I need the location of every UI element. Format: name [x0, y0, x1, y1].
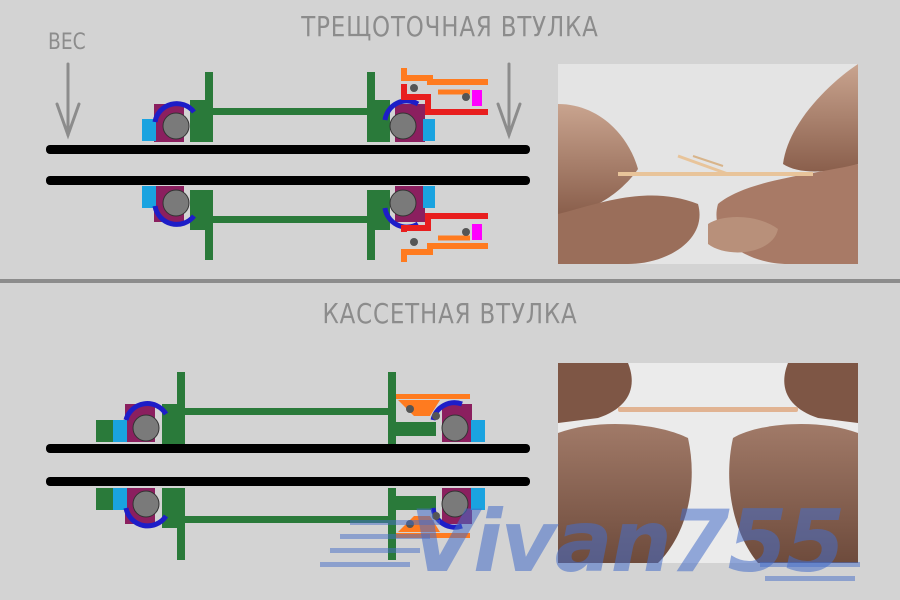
weight-arrow-left	[55, 62, 81, 140]
ratchet-bearing-right-upper	[382, 98, 435, 142]
ratchet-axle	[46, 145, 530, 185]
photo-toothpick-ratchet-illustration	[558, 64, 858, 264]
cassette-hub-body-upper	[162, 372, 436, 444]
photo-toothpick-cassette-illustration	[558, 363, 858, 563]
weight-label: ВЕС	[48, 30, 86, 55]
photo-toothpick-ratchet	[558, 64, 858, 264]
watermark-stripes	[320, 520, 860, 581]
cassette-bearing-left-lower	[96, 488, 169, 529]
ratchet-hub-body-lower	[190, 190, 390, 260]
cassette-hub-title: КАССЕТНАЯ ВТУЛКА	[322, 297, 578, 330]
cassette-bearing-right-lower	[430, 488, 485, 530]
cassette-bearing-right-upper	[430, 400, 485, 442]
ratchet-hub-title: ТРЕЩОТОЧНАЯ ВТУЛКА	[301, 10, 599, 43]
ratchet-mechanism-lower	[401, 213, 488, 262]
watermark-text: Vivan755	[410, 492, 845, 592]
section-divider	[0, 279, 900, 283]
photo-toothpick-cassette	[558, 363, 858, 563]
ratchet-bearing-left-upper	[142, 101, 196, 142]
ratchet-bearing-left-lower	[142, 186, 196, 227]
watermark: Vivan755	[310, 492, 870, 600]
cassette-bearing-left-upper	[96, 401, 169, 442]
ratchet-hub-body-upper	[190, 72, 390, 142]
ratchet-mechanism-upper	[401, 68, 488, 115]
cassette-axle	[46, 444, 530, 486]
weight-arrow-right	[496, 62, 522, 140]
cassette-pawl-upper	[396, 394, 470, 420]
